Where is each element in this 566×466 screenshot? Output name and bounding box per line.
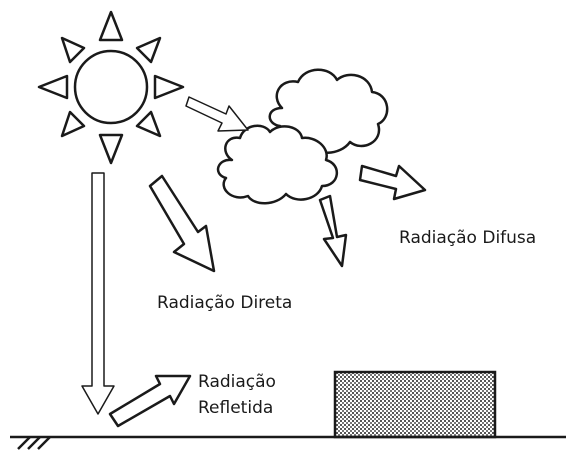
direct-arrow (148, 174, 216, 273)
sun-icon (37, 10, 185, 165)
sun-ray (60, 36, 86, 64)
diffuse-label: Radiação Difusa (399, 228, 536, 248)
sun-ray (135, 36, 162, 64)
sun-ray (98, 10, 124, 42)
sun-ray (153, 74, 185, 100)
sun-ray (37, 74, 69, 100)
ground-arrow (81, 172, 115, 415)
sun-ray (98, 133, 124, 165)
reflected-label-line2: Refletida (198, 398, 273, 418)
direct-label: Radiação Direta (157, 293, 292, 313)
cloud-icon (216, 68, 389, 205)
sun-to-cloud-arrow (185, 96, 249, 132)
sun-ray (135, 110, 162, 138)
ground-line (10, 435, 566, 450)
sun-disc (73, 49, 149, 125)
sun-ray (60, 110, 86, 138)
building-icon (333, 370, 497, 439)
diffuse-arrow-right (358, 164, 427, 201)
diffuse-arrow-down (318, 194, 348, 268)
reflected-arrow (108, 374, 192, 428)
diffuse-arrows (318, 164, 427, 268)
cloud-front (216, 124, 338, 205)
reflected-label-line1: Radiação (198, 372, 276, 392)
